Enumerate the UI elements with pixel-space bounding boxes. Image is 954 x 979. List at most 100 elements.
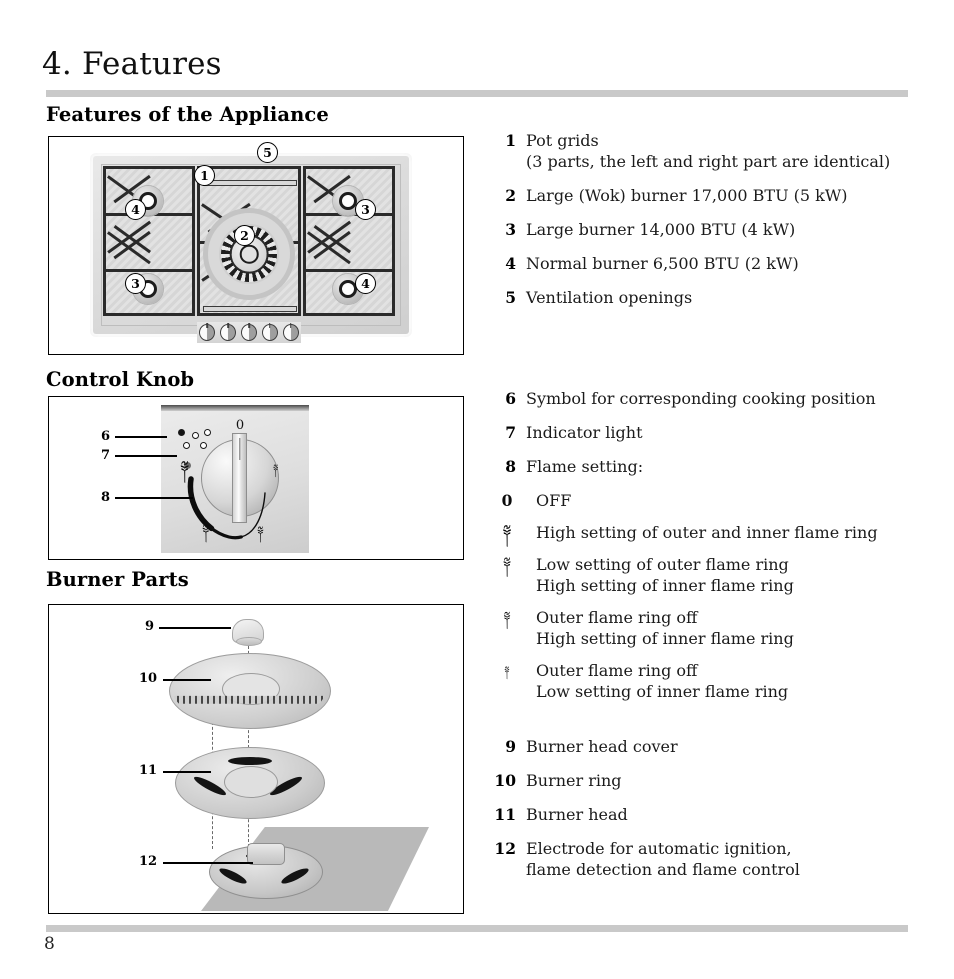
section-heading-features: Features of the Appliance [46,103,329,126]
setting-line-1: Outer flame ring off [536,661,698,680]
item-text: Pot grids (3 parts, the left and right p… [526,130,890,172]
list-item: 6 Symbol for corresponding cooking posit… [490,388,954,409]
list-item: 10 Burner ring [490,770,954,791]
leader-12-electrode: 12 [139,854,158,869]
item-number: 5 [505,288,516,307]
item-number: 3 [505,220,516,239]
item-number: 1 [505,131,516,150]
control-knob-1[interactable] [199,324,216,341]
control-knob-list: 6 Symbol for corresponding cooking posit… [490,388,954,713]
item-number: 11 [494,805,516,824]
setting-line-1: Low setting of outer flame ring [536,555,789,574]
cooktop-figure: 5 1 4 3 2 3 4 [48,136,464,355]
flame-setting-text: Outer flame ring off High setting of inn… [536,607,794,649]
callout-1-pot-grids: 1 [194,165,215,186]
off-zero: 0 [501,491,513,510]
appliance-features-list: 1 Pot grids (3 parts, the left and right… [490,130,954,321]
flame-setting-row: ༈ Low setting of outer flame ring High s… [490,554,954,596]
item-number: 4 [505,254,516,273]
item-text: Large burner 14,000 BTU (4 kW) [526,220,796,239]
control-knob-4[interactable] [261,324,278,341]
callout-4-normal-burner-left: 4 [125,199,146,220]
control-knob-3[interactable] [240,324,257,341]
list-item: 5 Ventilation openings [490,287,954,308]
item-text: Large (Wok) burner 17,000 BTU (5 kW) [526,186,848,205]
item-text: Flame setting: [526,457,644,476]
list-item: 9 Burner head cover [490,736,954,757]
flame-double-large-icon: ༈ [502,521,512,543]
setting-line-1: Outer flame ring off [536,608,698,627]
callout-3-large-burner-right: 3 [355,199,376,220]
item-text: Indicator light [526,423,643,442]
burner-parts-figure: 9 10 11 12 [48,604,464,914]
burner-head-cover-part [232,619,264,646]
item-text: Burner ring [526,771,622,790]
setting-line-1: OFF [536,491,572,510]
control-knob-strip[interactable] [197,322,301,343]
item-text: Electrode for automatic ignition, flame … [526,838,800,880]
leader-11-burner-head: 11 [139,763,158,778]
burner-ring-ports [171,695,327,704]
flame-setting-text: High setting of outer and inner flame ri… [536,522,878,543]
flame-single-medium-icon: ༈ [257,524,264,540]
item-text: Burner head cover [526,737,678,756]
item-line-2: (3 parts, the left and right part are id… [526,152,891,171]
control-knob-5[interactable] [282,324,299,341]
flame-single-medium-icon: ༈ [503,608,511,626]
flame-setting-row: ༈ Outer flame ring off High setting of i… [490,607,954,649]
setting-line-2: High setting of inner flame ring [536,576,794,595]
cooktop-body [93,156,409,343]
item-line-2: flame detection and flame control [526,860,800,879]
flame-double-large-icon: ༈ [180,457,190,479]
leader-9-burner-head-cover: 9 [145,619,155,634]
flame-setting-text: Outer flame ring off Low setting of inne… [536,660,788,702]
flame-setting-row: ༈ High setting of outer and inner flame … [490,522,954,543]
leader-10-burner-ring: 10 [139,671,158,686]
flame-double-medium-icon: ༈ [502,554,512,574]
ventilation-opening-bottom [203,306,297,312]
item-number: 10 [494,771,516,790]
knob-pointer[interactable] [232,433,247,523]
burner-head-part [175,747,325,819]
item-number: 7 [505,423,516,442]
item-number: 9 [505,737,516,756]
leader-6-cooking-position-symbol: 6 [101,429,111,444]
item-number: 2 [505,186,516,205]
flame-setting-text: Low setting of outer flame ring High set… [536,554,794,596]
leader-8-flame-setting: 8 [101,490,111,505]
list-item: 3 Large burner 14,000 BTU (4 kW) [490,219,954,240]
panel-top-edge [161,405,309,411]
control-knob-2[interactable] [220,324,237,341]
item-text: Normal burner 6,500 BTU (2 kW) [526,254,799,273]
header-rule [46,90,908,97]
flame-single-small-icon: ༈ [273,462,279,475]
callout-5-ventilation-openings: 5 [257,142,278,163]
list-item: 1 Pot grids (3 parts, the left and right… [490,130,954,172]
flame-setting-row: ༈ Outer flame ring off Low setting of in… [490,660,954,702]
section-heading-burner-parts: Burner Parts [46,568,189,591]
item-text: Symbol for corresponding cooking positio… [526,389,876,408]
item-text: Ventilation openings [526,288,693,307]
list-item: 12 Electrode for automatic ignition, fla… [490,838,954,880]
page-title: 4. Features [42,46,222,82]
flame-single-small-icon: ༈ [504,664,510,677]
burner-ring-part [169,653,331,729]
item-number: 6 [505,389,516,408]
control-panel: 0 ༈ ༈ ༈ ༈ [161,405,309,553]
item-line-1: Electrode for automatic ignition, [526,839,792,858]
list-item: 7 Indicator light [490,422,954,443]
list-item: 11 Burner head [490,804,954,825]
callout-3-large-burner-left: 3 [125,273,146,294]
knob-zero-label: 0 [235,418,245,433]
item-number: 8 [505,457,516,476]
item-line-1: Pot grids [526,131,599,150]
setting-line-2: High setting of inner flame ring [536,629,794,648]
list-item: 2 Large (Wok) burner 17,000 BTU (5 kW) [490,185,954,206]
flame-double-medium-icon: ༈ [202,520,210,539]
setting-line-2: Low setting of inner flame ring [536,682,789,701]
section-heading-control-knob: Control Knob [46,368,195,391]
item-number: 12 [494,839,516,858]
footer-rule [46,925,908,932]
flame-setting-row: 0 OFF [490,490,954,511]
